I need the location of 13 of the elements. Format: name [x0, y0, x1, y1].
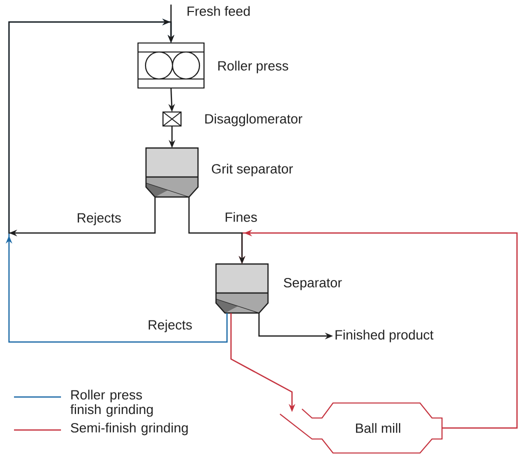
- ball-mill: Ball mill: [280, 402, 443, 454]
- edge-label: Rejects: [76, 212, 122, 226]
- edge-label: Fines: [224, 211, 258, 223]
- equipment-label: Disagglomerator: [205, 114, 302, 126]
- legend-label: Roller press finish grinding: [70, 390, 153, 417]
- stream-label: Fresh feed: [188, 6, 250, 16]
- edge-label: Rejects: [146, 318, 194, 334]
- equipment-label: Separator: [284, 278, 342, 290]
- equipment-label: Roller press: [218, 60, 288, 74]
- stream-label: Finished product: [336, 330, 434, 342]
- legend-label: Semi-finish grinding: [70, 422, 188, 436]
- equipment-label: Grit separator: [212, 164, 293, 176]
- arrow: [8, 18, 174, 236]
